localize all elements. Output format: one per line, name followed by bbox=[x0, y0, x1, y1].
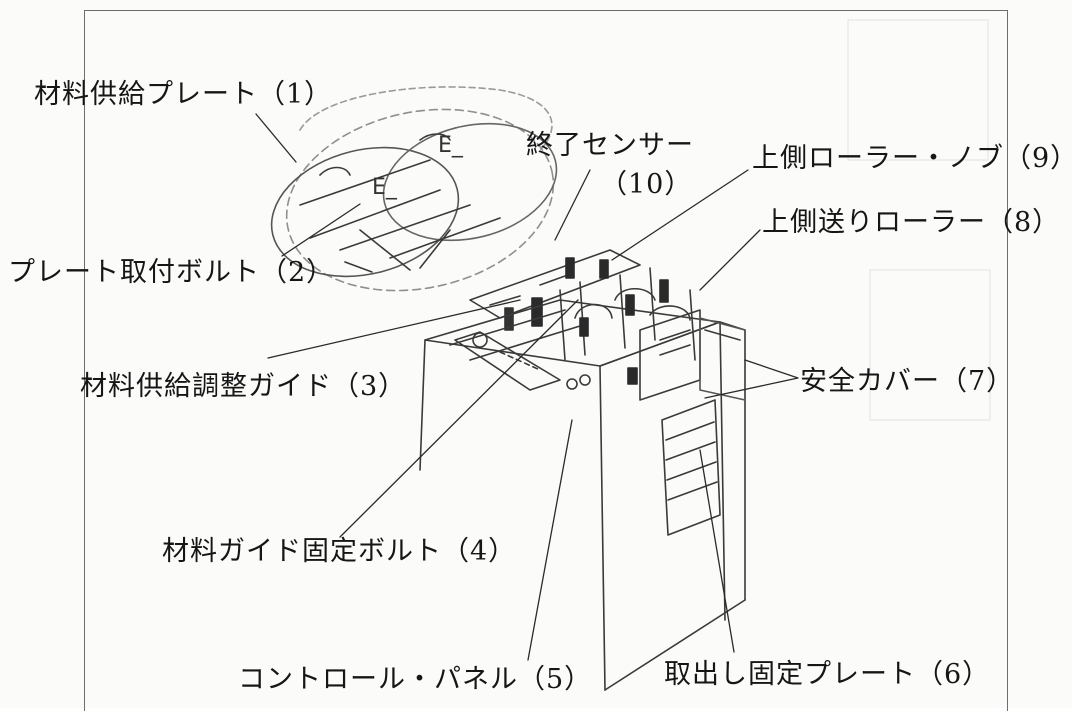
label-guide-bolt: 材料ガイド固定ボルト（4） bbox=[162, 536, 517, 567]
label-end-sensor-number: （10） bbox=[600, 169, 693, 200]
leader-guide-bolt bbox=[339, 299, 579, 538]
leader-safety-cover bbox=[704, 359, 799, 399]
label-plate-bolt: プレート取付ボルト（2） bbox=[8, 257, 335, 288]
machine-body bbox=[419, 257, 746, 691]
label-safety-cover: 安全カバー（7） bbox=[800, 366, 1015, 397]
leader-feed-plate bbox=[255, 113, 297, 163]
label-feed-plate: 材料供給プレート（1） bbox=[34, 79, 333, 110]
label-feed-guide: 材料供給調整ガイド（3） bbox=[80, 371, 407, 402]
background-boxes bbox=[847, 19, 991, 421]
label-end-sensor: 終了センサー bbox=[526, 130, 694, 161]
label-upper-feed-roller: 上側送りローラー（8） bbox=[762, 207, 1061, 238]
svg-text:E_: E_ bbox=[438, 133, 464, 158]
diagram-frame bbox=[84, 10, 1008, 711]
label-exit-plate: 取出し固定プレート（6） bbox=[664, 659, 991, 690]
leader-upper-knob bbox=[611, 169, 749, 261]
leader-upper-roller bbox=[699, 229, 761, 291]
svg-text:E_: E_ bbox=[372, 175, 398, 200]
label-control-panel: コントロール・パネル（5） bbox=[238, 664, 593, 695]
leader-plate-bolt bbox=[281, 203, 361, 257]
leader-feed-guide bbox=[267, 299, 521, 359]
leader-lines bbox=[255, 113, 799, 661]
leader-exit-plate bbox=[699, 449, 735, 653]
label-upper-roller-knob: 上側ローラー・ノブ（9） bbox=[752, 143, 1072, 174]
leader-end-sensor bbox=[554, 169, 591, 241]
feed-plate: E_ E_ bbox=[270, 86, 558, 292]
leader-control-panel bbox=[527, 419, 573, 661]
feed-guide bbox=[469, 249, 641, 331]
